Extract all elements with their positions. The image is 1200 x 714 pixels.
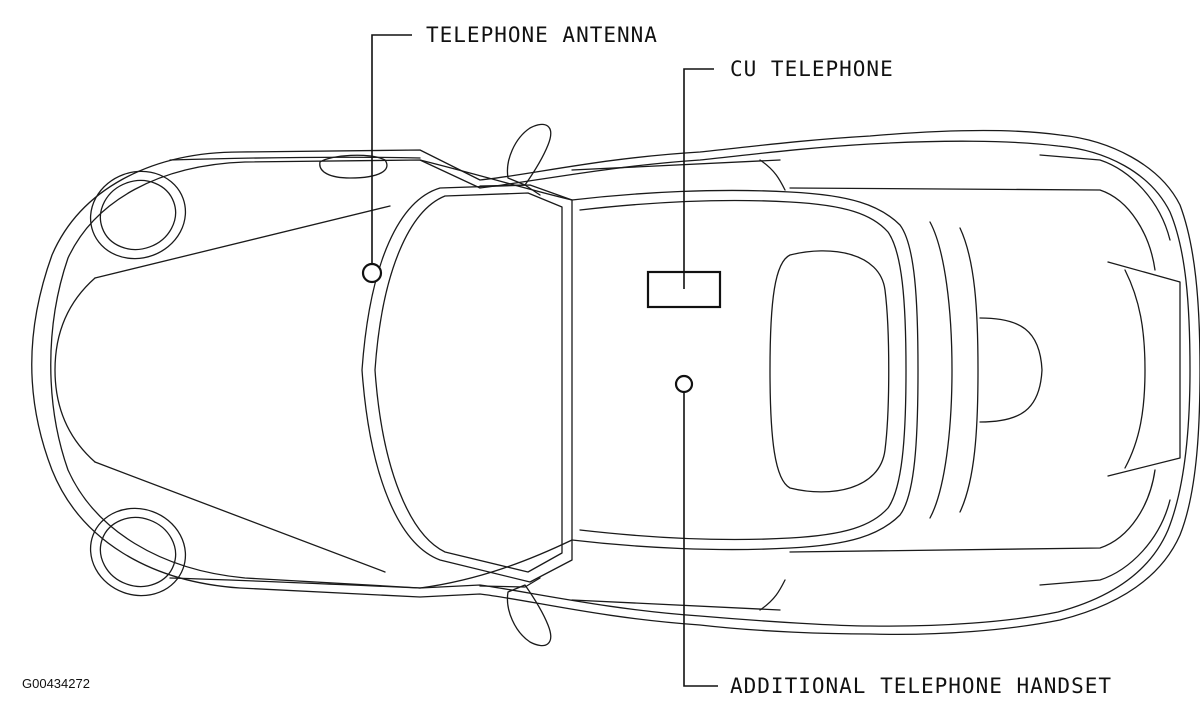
cu-telephone-leader [683, 68, 714, 289]
door-lines [571, 159, 786, 611]
side-marker-lamp [319, 154, 388, 179]
right-side-mirror [479, 577, 552, 647]
telephone-antenna-marker [361, 262, 383, 284]
figure-code: G00434272 [22, 676, 90, 691]
left-side-mirror [479, 123, 552, 196]
rear-window [769, 250, 890, 493]
additional-handset-leader [683, 392, 718, 687]
roof-and-cabin [419, 159, 919, 589]
additional-handset-marker [674, 374, 694, 394]
rear-deck [789, 154, 1181, 586]
car-body [31, 129, 1200, 636]
left-headlight [89, 170, 187, 260]
right-headlight [89, 507, 187, 597]
telephone-antenna-label: TELEPHONE ANTENNA [426, 23, 658, 47]
windshield [361, 184, 573, 583]
telephone-antenna-leader [371, 34, 412, 264]
cu-telephone-label: CU TELEPHONE [730, 57, 894, 81]
hood [54, 156, 421, 589]
additional-handset-label: ADDITIONAL TELEPHONE HANDSET [730, 674, 1112, 698]
